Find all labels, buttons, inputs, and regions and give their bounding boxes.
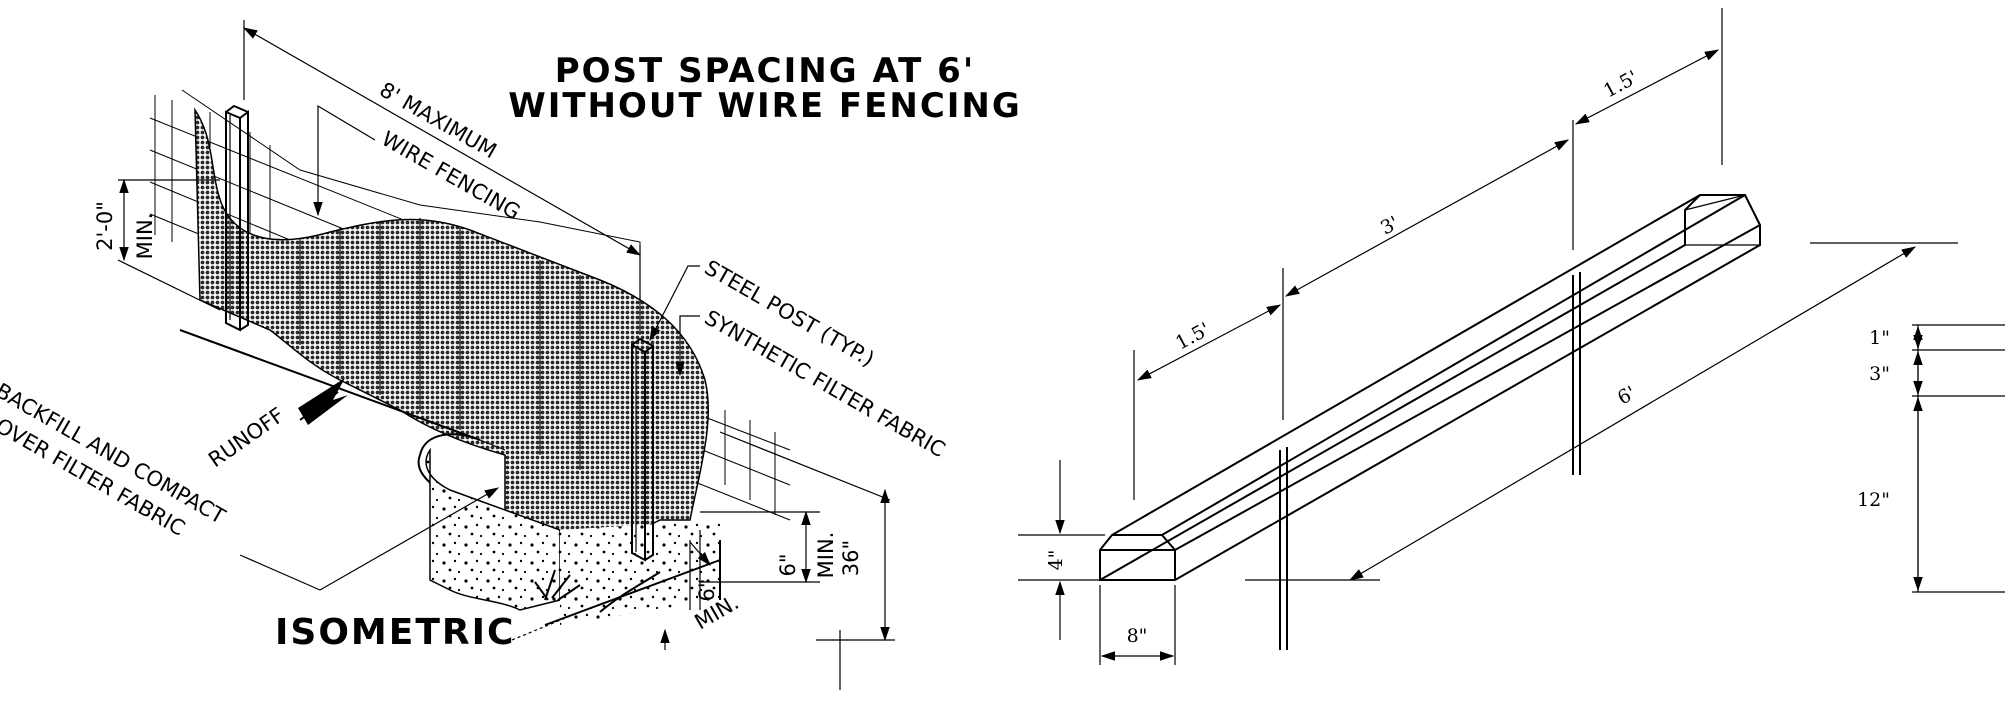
section-dim-b: 3" [1869, 363, 1890, 385]
section-dim-a: 1" [1869, 327, 1890, 349]
runoff-arrow-icon [298, 378, 348, 425]
steel-post-leader [649, 265, 700, 342]
dim-length-label: 6' [1614, 382, 1640, 410]
dim-middle-line [1284, 139, 1570, 297]
dim-middle-label: 3' [1377, 212, 1403, 240]
dim-left-label: 1.5' [1172, 318, 1214, 354]
isometric-view: POST SPACING AT 6' WITHOUT WIRE FENCING [0, 20, 1022, 690]
isometric-view-label: ISOMETRIC [275, 612, 515, 653]
spacing-dimension-line [242, 27, 642, 256]
section-dim-c: 12" [1857, 489, 1890, 511]
section-view: 1" 3" 12" [1857, 324, 2005, 593]
pin-left [1279, 447, 1288, 650]
trench-depth-label: 6" [776, 553, 800, 576]
steel-post-right [631, 337, 654, 562]
height-label: 2'-0" [93, 201, 117, 251]
dim-height-label: 4" [1045, 550, 1067, 571]
dim-width-label: 8" [1127, 625, 1148, 647]
runoff-label: RUNOFF [204, 403, 289, 472]
grass-tuft-icon [534, 569, 581, 601]
wire-fencing-leader [313, 104, 376, 217]
filter-fabric-leader [675, 315, 700, 377]
trench-lip [479, 439, 506, 451]
trench-width-label: 6" [695, 578, 719, 601]
title-line-2: WITHOUT WIRE FENCING [508, 86, 1022, 126]
concrete-block-view: 1.5' 3' 1.5' 6' 4" 8" [1018, 8, 1958, 665]
height-min-label: MIN. [133, 213, 157, 260]
dim-length-line [1348, 246, 1917, 581]
post-embed-min-label: MIN. [814, 532, 838, 579]
title-line-1: POST SPACING AT 6' [555, 51, 976, 91]
dim-left-line [1136, 304, 1282, 381]
backfill-leader [239, 487, 500, 591]
dim-top-label: 1.5' [1600, 66, 1642, 102]
trench-backfill [425, 447, 561, 611]
dim-top-line [1574, 49, 1720, 125]
post-embed-label: 36" [839, 540, 863, 576]
ground-soil [560, 520, 720, 625]
